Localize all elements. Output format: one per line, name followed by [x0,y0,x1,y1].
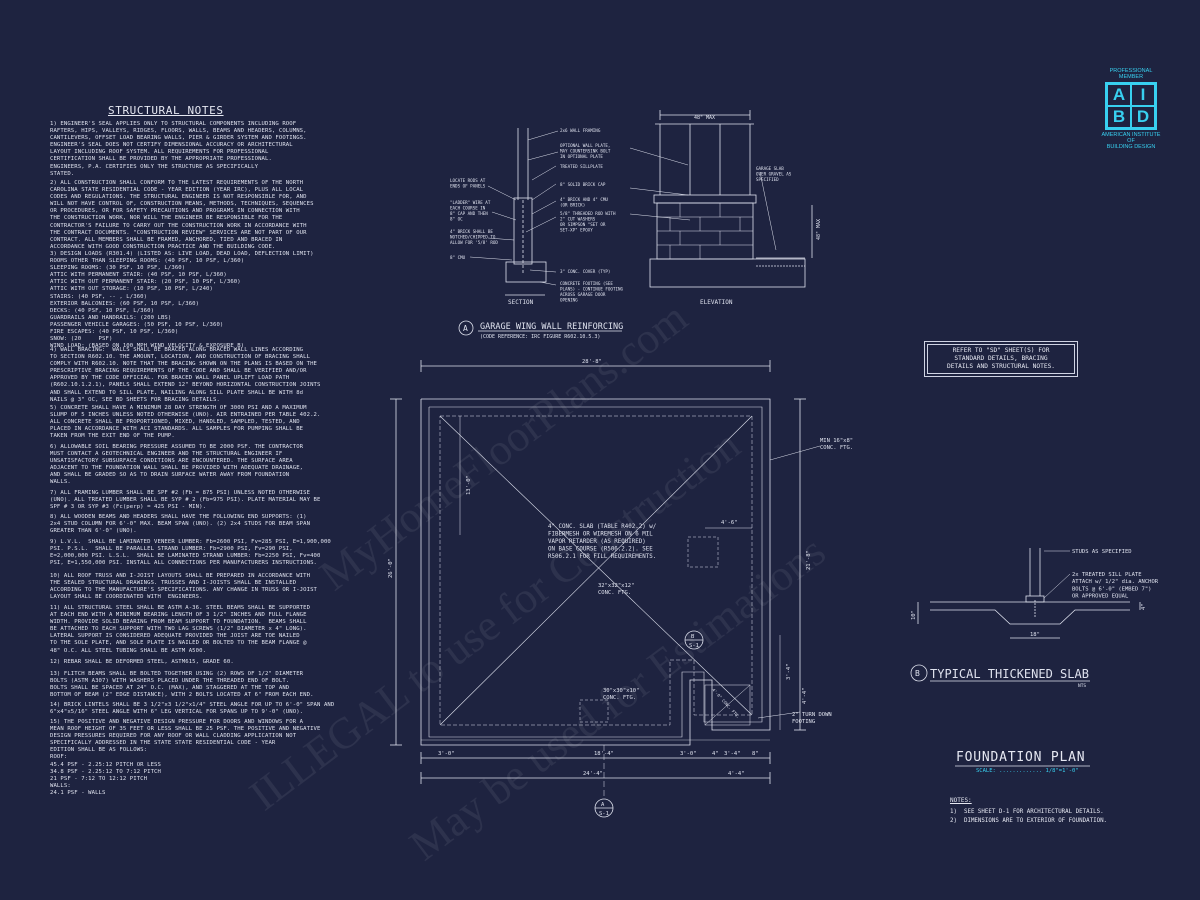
garage-reference: (CODE REFERENCE: IRC FIGURE R602.10.5.3) [480,334,600,340]
diag-label: 4'-0" CONC. FTG. [711,687,740,719]
logo-letter-d: D [1131,106,1155,128]
logo-letter-i: I [1131,84,1155,106]
foundation-plan-drawing [390,360,821,818]
elevation-label: ELEVATION [700,299,733,306]
foundation-notes: 1) SEE SHEET D-1 FOR ARCHITECTURAL DETAI… [950,809,1108,824]
note-1: 1) ENGINEER'S SEAL APPLIES ONLY TO STRUC… [50,121,307,177]
note-10: 10) ALL ROOF TRUSS AND I-JOIST LAYOUTS S… [50,573,318,601]
max-label: 48" MAX [694,115,715,121]
dim-right: 21'-8" [806,550,812,570]
dim-bottom-4: 3'-4" [724,751,741,757]
note-13: 13) FLITCH BEAMS SHALL BE BOLTED TOGETHE… [50,671,314,699]
dim-top: 28'-8" [582,359,602,365]
callout-mid-4: 4" BRICK AND 4" CMU(OR BRICK) [560,197,608,207]
note-15: 15) THE POSITIVE AND NEGATIVE DESIGN PRE… [50,719,321,796]
section-b: B [691,634,695,640]
slab-labels: B TYPICAL THICKENED SLAB NTS STUDS AS SP… [911,549,1159,689]
note-2: 2) ALL CONSTRUCTION SHALL CONFORM TO THE… [50,180,314,250]
callout-left-3: 8" CMU [450,255,466,260]
garage-title: GARAGE WING WALL REINFORCING [480,322,623,332]
dim-bottom-0: 3'-0" [438,751,455,757]
logo-bottom-line2: OF [1127,138,1135,144]
slab-note: 4" CONC. SLAB (TABLE R402.2) w/FIBERMESH… [548,524,657,560]
note-4: 4) WALL BRACING: WALLS SHALL BE BRACED A… [50,347,321,403]
logo-letter-a: A [1107,84,1131,106]
dim-bottom-5: 8" [752,751,759,757]
note-3: 3) DESIGN LOADS (R301.4) (LISTED AS: LIV… [50,251,314,350]
ftg-30: 30"x30"x10"CONC. FTG. [603,688,639,701]
dim-left: 26'-0" [388,558,394,578]
slab-marker: B [915,669,920,678]
slab-title: TYPICAL THICKENED SLAB [930,667,1089,681]
reference-note-box: REFER TO "SD" SHEET(S) FOR STANDARD DETA… [924,341,1078,377]
dim-4-4v: 4'-4" [802,687,808,704]
callout-mid-3: 8" SOLID BRICK CAP [560,182,606,187]
logo-bottom-line1: AMERICAN INSTITUTE [1101,132,1161,138]
structural-notes-title: STRUCTURAL NOTES [108,104,224,117]
slab-callout1: STUDS AS SPECIFIED [1072,549,1132,555]
note-11: 11) ALL STRUCTURAL STEEL SHALL BE ASTM A… [50,605,311,654]
plan-labels: 28'-8" 26'-0" 21'-8" 13'-0" 4'-6" 4" CON… [388,359,853,817]
dim-13: 13'-0" [466,475,472,495]
callout-mid-6: 3" CONC. COVER (TYP) [560,269,610,274]
sheet-s1: S-1 [689,643,699,649]
garage-marker: A [463,324,468,333]
logo-letters: A I B D [1105,82,1157,130]
foundation-plan-title: FOUNDATION PLAN [956,750,1086,765]
dim-4-6: 4'-6" [721,520,738,526]
dim-total: 24'-4" [583,771,603,777]
garage-elevation-drawing [649,110,813,288]
dim-bottom-3: 4" [712,751,719,757]
aibd-logo: PROFESSIONAL MEMBER A I B D AMERICAN INS… [1100,68,1162,150]
garage-section-drawing [505,128,547,296]
slab-dim-4: 4" [1141,603,1147,610]
logo-top-line2: MEMBER [1118,74,1144,80]
slab-dim-10: 10" [911,610,917,620]
note-5: 5) CONCRETE SHALL HAVE A MINIMUM 28 DAY … [50,405,321,440]
note-7: 7) ALL FRAMING LUMBER SHALL BE SPF #2 (F… [50,490,321,511]
min-ftg: MIN 16"x8"CONC. FTG. [820,438,853,451]
logo-bottom-line3: BUILDING DESIGN [1106,144,1156,150]
sheet-a-s1: S-1 [599,811,609,817]
foundation-scale: SCALE: ............. 1/8"=1'-0" [976,768,1079,774]
dim-3-4: 3'-4" [786,663,792,680]
section-a: A [601,802,605,808]
note-12: 12) REBAR SHALL BE DEFORMED STEEL, ASTM6… [50,659,234,665]
dim-4-4: 4'-4" [728,771,745,777]
dim-bottom-1: 18'-4" [594,751,614,757]
callout-mid-2: TREATED SILLPLATE [560,164,603,169]
note-6: 6) ALLOWABLE SOIL BEARING PRESSURE ASSUM… [50,444,304,486]
ftg-32: 32"x32"x12"CONC. FTG. [598,583,634,596]
logo-letter-b: B [1107,106,1131,128]
logo-top-line1: PROFESSIONAL [1109,68,1153,74]
note-9: 9) L.V.L. SHALL BE LAMINATED VENEER LUMB… [50,539,331,567]
dim-bottom-2: 3'-0" [680,751,697,757]
note-14: 14) BRICK LINTELS SHALL BE 3 1/2"x3 1/2"… [50,702,335,716]
height-label: 48" MAX [816,219,822,240]
callout-mid-0: 2x6 WALL FRAMING [560,128,601,133]
notes-title: NOTES: [950,797,972,804]
note-8: 8) ALL WOODEN BEAMS AND HEADERS SHALL HA… [50,514,311,535]
slab-nts: NTS [1078,683,1086,689]
callout-mid-1: OPTIONAL WALL PLATE,MAY COUNTERSINK BOLT… [560,143,611,159]
slab-dim-18: 18" [1030,632,1040,638]
section-label: SECTION [508,299,534,306]
thickened-slab-drawing [910,548,1141,682]
